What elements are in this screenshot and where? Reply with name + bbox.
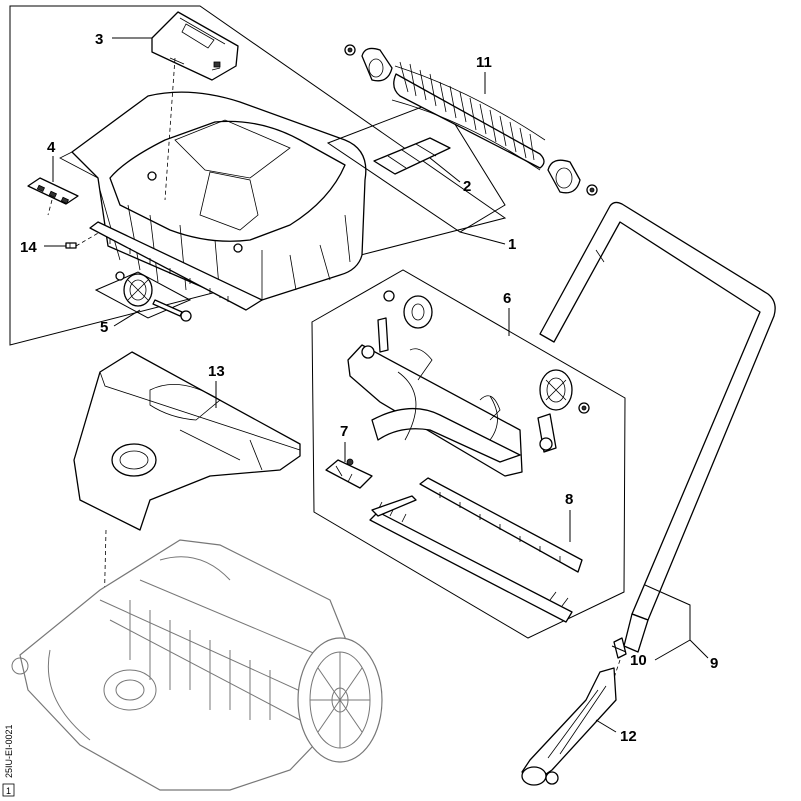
callout-10: 10 [611, 645, 647, 669]
part-cover-shell [73, 351, 301, 531]
svg-text:12: 12 [620, 728, 637, 745]
svg-text:1: 1 [508, 236, 516, 253]
svg-text:6: 6 [503, 290, 511, 307]
svg-text:11: 11 [476, 54, 492, 71]
svg-text:4: 4 [47, 139, 56, 156]
part-front-strip [89, 221, 263, 311]
group-box-frame [311, 269, 626, 639]
callout-13: 13 [208, 363, 225, 408]
part-bristle-strip [373, 137, 451, 175]
svg-text:10: 10 [630, 652, 647, 669]
callout-3: 3 [95, 31, 152, 48]
svg-text:8: 8 [565, 491, 573, 508]
part-wheel-left [383, 290, 433, 329]
callout-2: 2 [429, 157, 471, 195]
part-top-grip [151, 11, 239, 81]
callout-5: 5 [100, 309, 141, 336]
part-clip [613, 637, 627, 659]
part-frame [347, 317, 557, 477]
drawing-code: 25IU-EI-0021 [4, 724, 14, 778]
part-label [27, 177, 79, 205]
callout-1: 1 [459, 231, 516, 253]
part-wheel-small [94, 271, 192, 322]
svg-text:13: 13 [208, 363, 225, 380]
callout-11: 11 [476, 54, 492, 94]
part-brush-roller [344, 44, 598, 196]
part-lower-handle [521, 667, 617, 786]
group-box-housing [9, 5, 507, 346]
callout-4: 4 [47, 139, 56, 182]
part-base-chassis [11, 539, 383, 791]
callout-9: 9 [689, 639, 718, 672]
part-wheel-right [539, 369, 590, 414]
callout-7: 7 [340, 423, 348, 462]
part-bracket [325, 458, 373, 489]
part-scraper [369, 477, 583, 623]
svg-text:2: 2 [463, 178, 471, 195]
callout-12: 12 [595, 719, 637, 745]
part-housing [59, 91, 367, 307]
corner-mark: 1 [2, 783, 15, 797]
svg-text:3: 3 [95, 31, 103, 48]
part-screw [65, 242, 77, 249]
svg-text:5: 5 [100, 319, 108, 336]
svg-text:9: 9 [710, 655, 718, 672]
callout-6: 6 [503, 290, 511, 336]
part-handle-bar [539, 201, 776, 653]
callout-8: 8 [565, 491, 573, 542]
callout-14: 14 [20, 239, 66, 256]
svg-text:7: 7 [340, 423, 348, 440]
group-box-bristles [326, 99, 506, 233]
svg-text:14: 14 [20, 239, 37, 256]
svg-text:1: 1 [6, 786, 11, 796]
